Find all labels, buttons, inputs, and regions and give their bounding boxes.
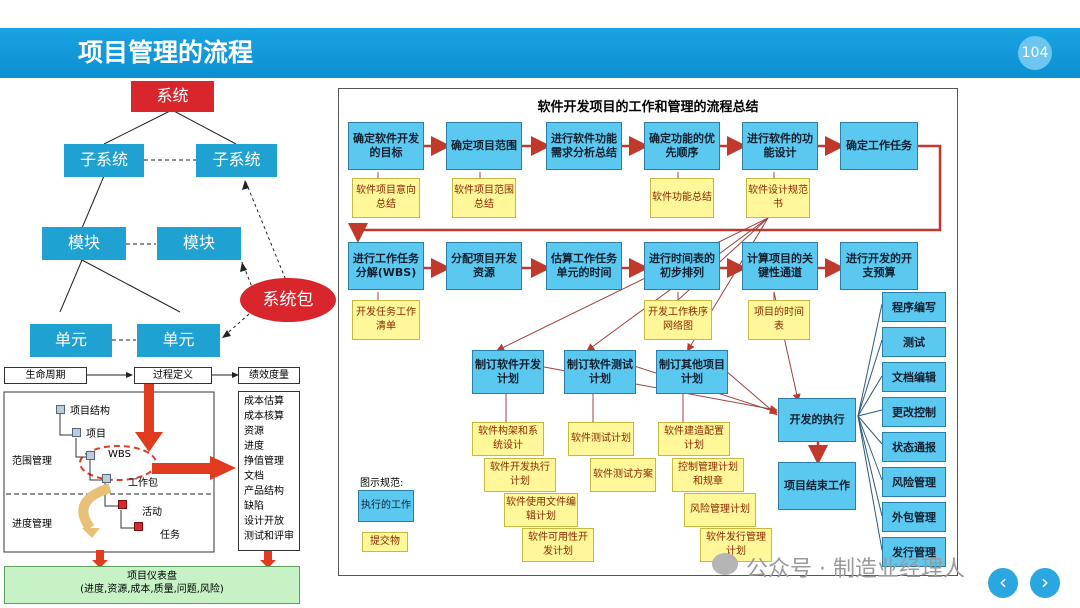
wechat-icon <box>712 553 738 575</box>
subsystem-box-1: 子系统 <box>64 144 144 177</box>
note-risk-plan: 风险管理计划 <box>684 493 756 527</box>
process-definition-label: 过程定义 <box>134 367 212 384</box>
step-priority: 确定功能的优先顺序 <box>644 122 720 170</box>
tree-work-package: 工作包 <box>128 478 158 489</box>
list-change-control: 更改控制 <box>882 397 946 427</box>
tree-project: 项目 <box>86 429 106 440</box>
tree-task: 任务 <box>160 530 180 541</box>
step-schedule: 进行时间表的初步排列 <box>644 242 720 290</box>
step-critical-path: 计算项目的关键性通道 <box>742 242 818 290</box>
module-box-1: 模块 <box>42 227 126 260</box>
note-intent-summary: 软件项目意向总结 <box>352 178 420 218</box>
metric-item: 挣值管理 <box>244 456 284 467</box>
metric-item: 成本估算 <box>244 396 284 407</box>
metric-item: 缺陷 <box>244 501 264 512</box>
tree-node-icon <box>102 474 111 483</box>
tree-node-icon <box>86 451 95 460</box>
note-usability-plan: 软件可用性开发计划 <box>522 528 594 562</box>
metric-item: 设计开放 <box>244 516 284 527</box>
note-config-plan: 软件建造配置计划 <box>658 422 730 456</box>
step-define-tasks: 确定工作任务 <box>840 122 918 170</box>
schedule-management-label: 进度管理 <box>12 519 52 530</box>
list-coding: 程序编写 <box>882 292 946 322</box>
plan-development: 制订软件开发计划 <box>472 350 544 394</box>
tree-node-icon <box>72 428 81 437</box>
step-execution: 开发的执行 <box>778 398 856 442</box>
note-dev-exec-plan: 软件开发执行计划 <box>484 458 556 492</box>
note-function-summary: 软件功能总结 <box>650 178 714 218</box>
flow-title: 软件开发项目的工作和管理的流程总结 <box>537 100 759 115</box>
list-testing: 测试 <box>882 327 946 357</box>
subsystem-box-2: 子系统 <box>196 144 277 177</box>
tree-wbs: WBS <box>108 449 131 460</box>
step-define-goal: 确定软件开发的目标 <box>348 122 424 170</box>
system-package-ellipse: 系统包 <box>240 278 336 322</box>
list-release: 发行管理 <box>882 537 946 567</box>
dashboard-subtitle: (进度,资源,成本,质量,问题,风险) <box>80 584 224 595</box>
watermark-text: 公众号 · 制造业经理人 <box>746 557 965 582</box>
step-budget: 进行开发的开支预算 <box>840 242 918 290</box>
lifecycle-label: 生命周期 <box>4 367 87 384</box>
note-timetable: 项目的时间表 <box>748 300 810 340</box>
legend-deliverable-box: 提交物 <box>362 532 408 552</box>
note-test-plan: 软件测试计划 <box>568 422 634 456</box>
process-connectors <box>3 372 276 568</box>
step-requirements: 进行软件功能需求分析总结 <box>546 122 622 170</box>
note-design-spec: 软件设计规范书 <box>746 178 810 218</box>
hierarchy-connectors <box>59 109 291 341</box>
page-title: 项目管理的流程 <box>78 38 254 67</box>
prev-page-button[interactable]: ‹ <box>988 568 1018 598</box>
plan-testing: 制订软件测试计划 <box>564 350 636 394</box>
metric-item: 进度 <box>244 441 264 452</box>
project-dashboard: 项目仪表盘 (进度,资源,成本,质量,问题,风险) <box>4 566 300 604</box>
step-functional-design: 进行软件的功能设计 <box>742 122 818 170</box>
legend-work-box: 执行的工作 <box>358 490 414 522</box>
metrics-title: 绩效度量 <box>238 367 300 384</box>
legend-title: 图示规范: <box>360 478 404 489</box>
note-network-diagram: 开发工作秩序网络图 <box>644 300 712 340</box>
metric-item: 文档 <box>244 471 264 482</box>
tree-activity: 活动 <box>142 507 162 518</box>
note-doc-plan: 软件使用文件编辑计划 <box>504 493 578 527</box>
note-control-plan: 控制管理计划和规章 <box>672 458 744 492</box>
metric-item: 产品结构 <box>244 486 284 497</box>
metric-item: 资源 <box>244 426 264 437</box>
note-architecture: 软件构架和系统设计 <box>472 422 544 456</box>
unit-box-1: 单元 <box>30 324 112 357</box>
note-release-plan: 软件发行管理计划 <box>700 528 772 562</box>
step-allocate-resources: 分配项目开发资源 <box>446 242 522 290</box>
tree-node-icon <box>118 500 127 509</box>
note-scope-summary: 软件项目范围总结 <box>452 178 516 218</box>
metrics-list: 成本估算 成本核算 资源 进度 挣值管理 文档 产品结构 缺陷 设计开放 测试和… <box>238 391 300 551</box>
note-test-scheme: 软件测试方案 <box>590 458 656 492</box>
list-status-report: 状态通报 <box>882 432 946 462</box>
title-bar: 项目管理的流程 104 <box>0 28 1080 78</box>
tree-project-structure: 项目结构 <box>70 406 110 417</box>
list-risk-management: 风险管理 <box>882 467 946 497</box>
step-wbs: 进行工作任务分解(WBS) <box>348 242 424 290</box>
metric-item: 成本核算 <box>244 411 284 422</box>
next-page-button[interactable]: › <box>1030 568 1060 598</box>
step-define-scope: 确定项目范围 <box>446 122 522 170</box>
list-outsourcing: 外包管理 <box>882 502 946 532</box>
note-task-list: 开发任务工作清单 <box>352 300 420 340</box>
tree-node-icon <box>56 405 65 414</box>
metric-item: 测试和评审 <box>244 531 294 542</box>
unit-box-2: 单元 <box>137 324 220 357</box>
step-closure: 项目结束工作 <box>778 462 856 510</box>
step-estimate-time: 估算工作任务单元的时间 <box>546 242 622 290</box>
module-box-2: 模块 <box>157 227 241 260</box>
tree-node-icon <box>134 522 143 531</box>
scope-management-label: 范围管理 <box>12 456 52 467</box>
plan-other: 制订其他项目计划 <box>656 350 728 394</box>
page-number: 104 <box>1018 36 1052 70</box>
dashboard-title: 项目仪表盘 <box>127 571 177 582</box>
flow-arrows <box>348 136 942 551</box>
system-box: 系统 <box>131 81 214 112</box>
list-documentation: 文档编辑 <box>882 362 946 392</box>
